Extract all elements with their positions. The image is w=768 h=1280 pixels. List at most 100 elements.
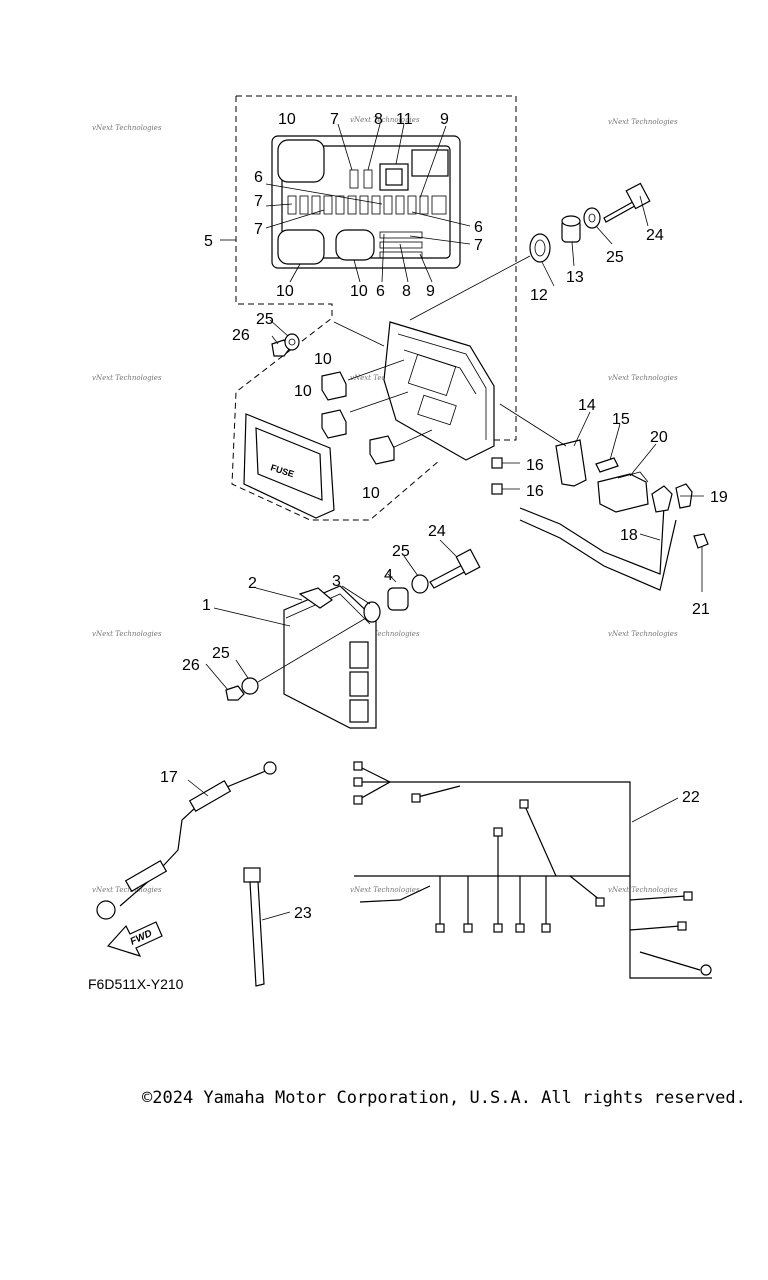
watermark-4: vNext Technologies — [92, 374, 162, 382]
cable-tie-head — [243, 867, 261, 883]
callout-16: 16 — [526, 483, 544, 500]
watermark-2: vNext Technologies — [350, 116, 420, 124]
ecu-connector-c — [349, 699, 369, 723]
relay-10-2 — [321, 409, 347, 439]
washer-25-top — [583, 207, 601, 229]
callout-25: 25 — [256, 311, 274, 328]
callout-6: 6 — [474, 219, 483, 236]
fuse-box-detail — [231, 95, 517, 521]
callout-7: 7 — [330, 111, 339, 128]
wire-harness-22 — [353, 761, 712, 979]
fuse-cover — [243, 413, 335, 519]
callout-23: 23 — [294, 905, 312, 922]
watermark-3: vNext Technologies — [608, 118, 678, 126]
washer-25-left — [284, 333, 300, 351]
callout-25: 25 — [212, 645, 230, 662]
lead-18a — [519, 505, 665, 575]
nut-26-low — [225, 685, 245, 701]
callout-7: 7 — [254, 221, 263, 238]
callout-10: 10 — [276, 283, 294, 300]
leader-lines-lower — [187, 195, 704, 921]
callout-20: 20 — [650, 429, 668, 446]
callout-8: 8 — [402, 283, 411, 300]
relay-10-1 — [321, 371, 347, 401]
callout-16: 16 — [526, 457, 544, 474]
callout-26: 26 — [182, 657, 200, 674]
watermark-9: vNext Technologies — [608, 630, 678, 638]
callout-14: 14 — [578, 397, 596, 414]
callout-25: 25 — [392, 543, 410, 560]
bolt-21 — [693, 533, 709, 549]
callout-22: 22 — [682, 789, 700, 806]
callout-2: 2 — [248, 575, 257, 592]
diagram-code: F6D511X-Y210 — [88, 976, 184, 992]
watermark-8: vNext Technologies — [350, 630, 420, 638]
relay-slot-10b — [277, 229, 325, 265]
sensor-lead-17 — [96, 761, 277, 920]
ecu-connector-b — [349, 671, 369, 697]
boot-19 — [651, 485, 673, 513]
callout-12: 12 — [530, 287, 548, 304]
watermark-11: vNext Technologies — [350, 886, 420, 894]
bolt-15 — [595, 457, 619, 473]
grommet-3 — [363, 601, 381, 623]
ecu-assembly — [213, 548, 481, 729]
collar-4 — [387, 587, 409, 611]
ecu-connector-a — [349, 641, 369, 669]
watermark-7: vNext Technologies — [92, 630, 162, 638]
bracket-14 — [555, 439, 587, 487]
relay-slot-10a — [277, 139, 325, 183]
callout-7: 7 — [254, 193, 263, 210]
callout-6: 6 — [376, 283, 385, 300]
junction-box-body — [383, 321, 495, 461]
callout-10: 10 — [278, 111, 296, 128]
washer-25-low — [241, 677, 259, 695]
fwd-arrow: FWD — [106, 921, 163, 957]
callout-24: 24 — [428, 523, 446, 540]
callout-11: 11 — [396, 111, 413, 128]
callout-25: 25 — [606, 249, 624, 266]
junction-box-assembly: FUSE — [243, 182, 709, 591]
callout-10: 10 — [294, 383, 312, 400]
callout-24: 24 — [646, 227, 664, 244]
callout-5: 5 — [204, 233, 213, 250]
harness-main — [390, 781, 712, 979]
cable-tie-strap — [249, 881, 265, 987]
washer-25-mid — [411, 574, 429, 594]
watermarks: vNext Technologies vNext Technologies vN… — [92, 116, 678, 894]
relay-slot-11-inner — [385, 168, 403, 186]
copyright-notice: ©2024 Yamaha Motor Corporation, U.S.A. A… — [142, 1088, 746, 1108]
callout-26: 26 — [232, 327, 250, 344]
grommet-12 — [529, 233, 551, 263]
fwd-arrow-shape — [106, 921, 163, 957]
callout-17: 17 — [160, 769, 178, 786]
callout-9: 9 — [440, 111, 449, 128]
connector-slot — [411, 149, 449, 177]
callout-21: 21 — [692, 601, 710, 618]
fuse-row-upper — [287, 169, 447, 215]
callout-6: 6 — [254, 169, 263, 186]
relay-slot-10c — [335, 229, 375, 261]
callout-10: 10 — [314, 351, 332, 368]
callout-3: 3 — [332, 573, 341, 590]
callout-4: 4 — [384, 567, 393, 584]
callout-1: 1 — [202, 597, 211, 614]
callout-10: 10 — [362, 485, 380, 502]
leader-lines-fuse-box — [220, 123, 471, 283]
bracket-2 — [298, 587, 333, 609]
relay-10-3 — [369, 435, 395, 465]
detail-frame-left — [231, 96, 441, 521]
callout-13: 13 — [566, 269, 584, 286]
callout-8: 8 — [374, 111, 383, 128]
callout-9: 9 — [426, 283, 435, 300]
callout-10: 10 — [350, 283, 368, 300]
callout-18: 18 — [620, 527, 638, 544]
lead-18b — [519, 519, 677, 591]
watermark-6: vNext Technologies — [608, 374, 678, 382]
relay-20 — [597, 473, 649, 513]
callout-7: 7 — [474, 237, 483, 254]
callout-19: 19 — [710, 489, 728, 506]
callout-15: 15 — [612, 411, 630, 428]
callouts: 10 7 8 11 9 6 7 7 5 6 7 10 10 6 8 9 12 1… — [160, 111, 728, 922]
